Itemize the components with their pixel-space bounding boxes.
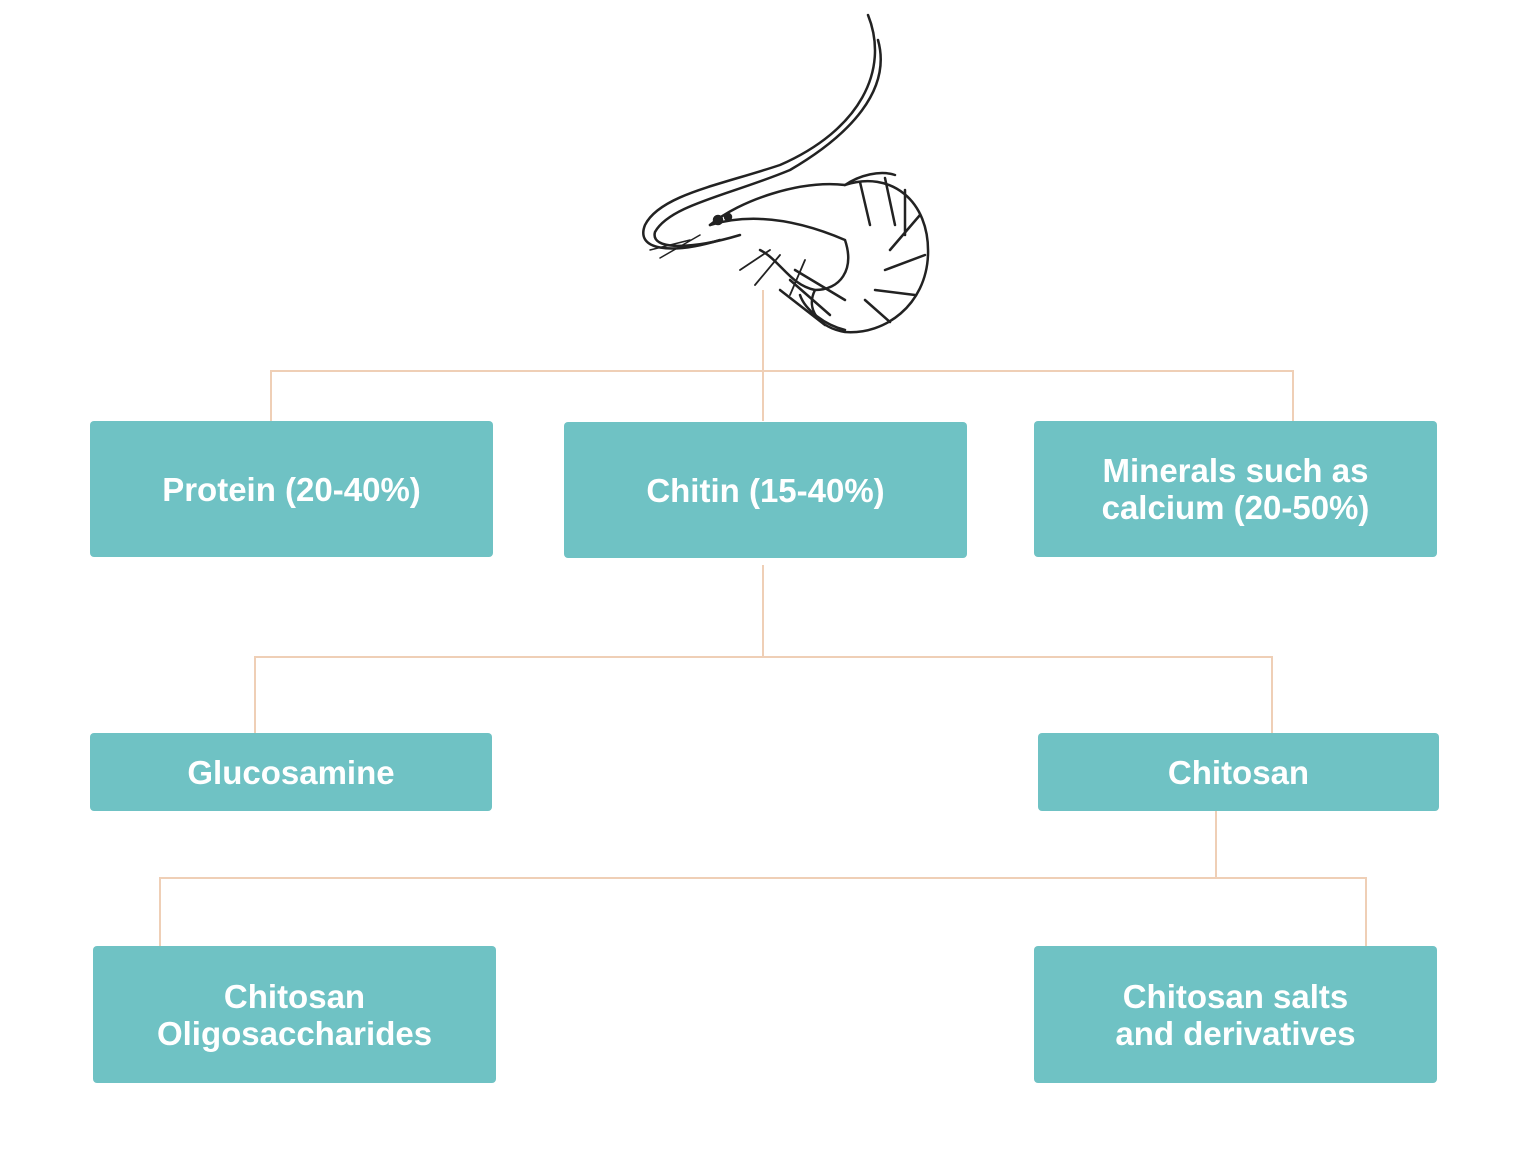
connector: [1271, 656, 1273, 733]
node-label: Chitosan Oligosaccharides: [156, 977, 433, 1052]
connector: [159, 877, 161, 946]
connector: [762, 565, 764, 657]
connector: [1215, 811, 1217, 879]
connector: [1365, 877, 1367, 946]
connector: [270, 370, 272, 422]
node-label: Minerals such as calcium (20-50%): [1101, 452, 1370, 526]
node-chitosan-salts: Chitosan salts and derivatives: [1034, 946, 1437, 1083]
node-label: Chitosan salts and derivatives: [1115, 977, 1356, 1052]
node-label: Glucosamine: [187, 753, 395, 791]
node-label: Chitin (15-40%): [646, 471, 885, 509]
shrimp-icon: [642, 13, 930, 334]
node-label: Protein (20-40%): [162, 470, 421, 508]
connector: [1292, 370, 1294, 421]
node-chitosan-oligosaccharides: Chitosan Oligosaccharides: [93, 946, 496, 1083]
node-glucosamine: Glucosamine: [90, 733, 492, 811]
node-chitosan: Chitosan: [1038, 733, 1439, 811]
node-minerals: Minerals such as calcium (20-50%): [1034, 421, 1437, 557]
shrimp-illustration: [630, 10, 960, 340]
node-chitin: Chitin (15-40%): [564, 422, 967, 558]
node-protein: Protein (20-40%): [90, 421, 493, 557]
connector: [254, 656, 256, 733]
connector: [159, 877, 1367, 879]
node-label: Chitosan: [1167, 753, 1310, 791]
connector: [254, 656, 1273, 658]
connector: [270, 370, 1294, 372]
connector: [762, 290, 764, 421]
